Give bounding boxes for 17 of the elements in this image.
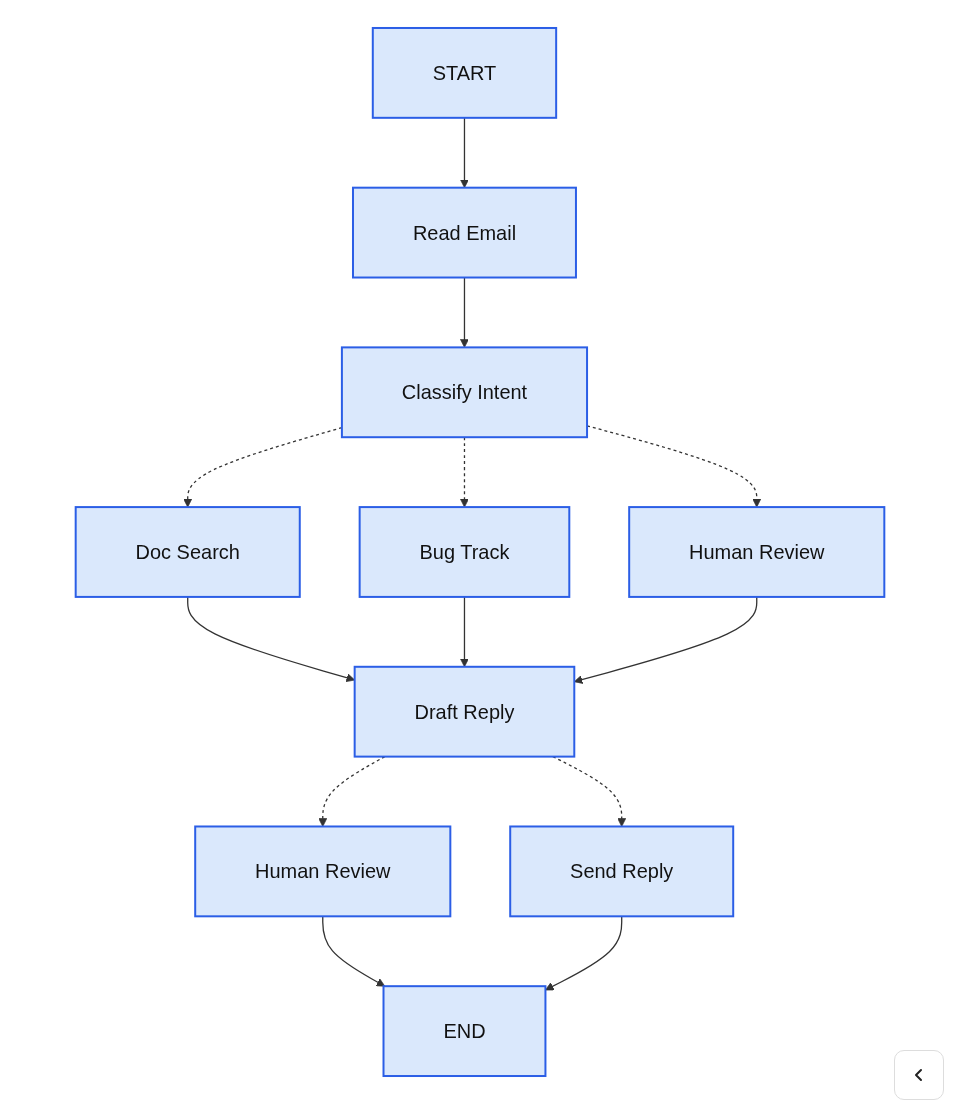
arrow	[460, 117, 469, 189]
arrow	[460, 436, 469, 508]
node-box: Human Review	[194, 825, 452, 918]
node-box: Human Review	[628, 506, 886, 598]
arrow	[460, 596, 469, 668]
arrow	[318, 755, 386, 827]
node-box: START	[371, 27, 558, 119]
arrow	[545, 915, 623, 991]
node-box: Bug Track	[358, 506, 571, 598]
arrow	[322, 915, 386, 987]
node-box: Draft Reply	[353, 665, 576, 758]
node-box: END	[382, 985, 547, 1077]
node-box: Send Reply	[509, 825, 735, 918]
node-box: Classify Intent	[340, 346, 589, 439]
arrow	[460, 276, 469, 348]
node-box: Doc Search	[74, 506, 301, 598]
node-box: Read Email	[352, 186, 577, 279]
